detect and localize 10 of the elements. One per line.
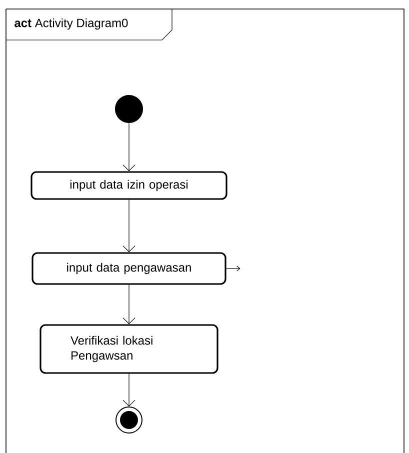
initial-node (115, 95, 143, 123)
arrow (122, 200, 136, 252)
action-box: Verifikasi lokasi Pengawsan (40, 324, 218, 374)
arrow (122, 284, 136, 324)
action-box: input data pengawasan (32, 252, 226, 285)
arrow (226, 266, 240, 272)
action-box: input data izin operasi (30, 171, 228, 200)
arrow (122, 122, 136, 172)
final-node (116, 406, 142, 434)
arrow (122, 374, 136, 406)
